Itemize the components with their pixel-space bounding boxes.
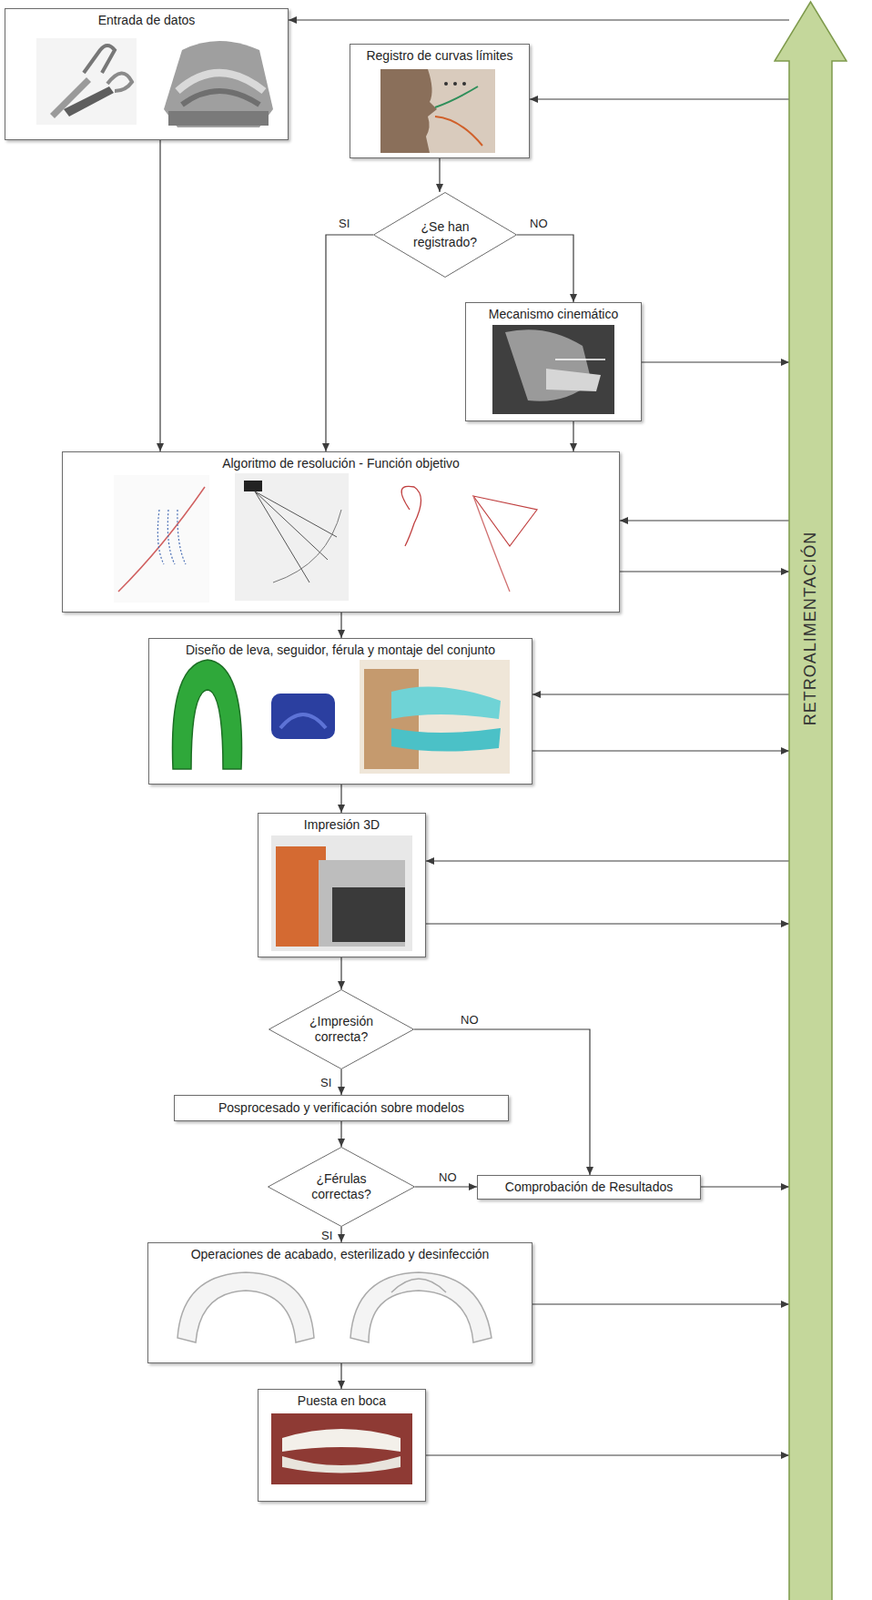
process-box: Puesta en boca: [257, 1389, 426, 1502]
feedback-arrow-outline: [773, 0, 848, 1600]
box-title: Puesta en boca: [258, 1393, 426, 1410]
flow-arrow: [425, 922, 790, 924]
feedback-arrow-shape: [774, 1, 847, 1600]
flow-arrow: [340, 957, 342, 990]
box-title: Registro de curvas límites: [350, 48, 529, 64]
mouth-photo: [271, 1413, 413, 1485]
process-box: Comprobación de Resultados: [476, 1175, 701, 1200]
box-title: Posprocesado y verificación sobre modelo…: [174, 1095, 508, 1121]
box-title: Algoritmo de resolución - Función objeti…: [62, 456, 619, 472]
flow-arrow: [340, 1226, 342, 1243]
diamond-shape: [269, 990, 415, 1070]
box-title: Impresión 3D: [258, 817, 426, 833]
flow-arrow: [340, 1069, 342, 1096]
printer-photo: [271, 835, 413, 952]
decision-text: ¿Se han registrado?: [401, 219, 489, 251]
algorithm-sketches: [113, 473, 538, 603]
diamond-shape: [374, 192, 518, 278]
flow-arrow: [619, 570, 790, 572]
flow-arrow: [425, 1454, 790, 1456]
process-box: Diseño de leva, seguidor, férula y monta…: [148, 638, 533, 785]
decision-text: ¿Impresión correcta?: [297, 1013, 386, 1045]
box-title: Entrada de datos: [5, 12, 288, 29]
flow-arrow: [641, 361, 790, 363]
xray-picture: [492, 324, 615, 415]
process-box: Mecanismo cinemático: [465, 302, 642, 422]
flow-arrow: [700, 1186, 790, 1187]
flow-arrow: [438, 158, 440, 193]
process-box: Algoritmo de resolución - Función objeti…: [61, 451, 620, 613]
flow-arrow: [340, 784, 342, 813]
flow-arrow: [532, 693, 790, 695]
diamond-shape: [268, 1147, 416, 1227]
decision-diamond: ¿Se han registrado?: [373, 192, 518, 278]
process-box: Registro de curvas límites: [349, 43, 530, 159]
flow-arrow: [529, 98, 790, 100]
feedback-band: RETROALIMENTACIÓN: [773, 0, 848, 1600]
edge-label: NO: [436, 1170, 459, 1185]
flow-arrow: [288, 19, 790, 21]
box-title: Mecanismo cinemático: [466, 306, 641, 323]
flow-arrow: [159, 140, 161, 452]
profile-photo: [380, 69, 496, 153]
process-box: Impresión 3D: [257, 812, 426, 958]
flow-arrow: [532, 750, 790, 751]
box-title: Comprobación de Resultados: [477, 1176, 700, 1199]
flow-arrow: [425, 860, 790, 862]
bite-fork-picture: [36, 38, 137, 125]
edge-label: SI: [336, 216, 352, 231]
input-box: Entrada de datos: [4, 8, 289, 141]
flow-arrow: [532, 1303, 790, 1305]
flow-arrow: [340, 612, 342, 639]
feedback-label: RETROALIMENTACIÓN: [801, 530, 821, 726]
splint-pictures: [177, 1272, 492, 1343]
flow-arrow: [619, 519, 790, 521]
flow-arrow: [325, 234, 374, 452]
decision-diamond: ¿Impresión correcta?: [268, 989, 415, 1070]
edge-label: SI: [318, 1075, 334, 1090]
flow-arrow: [340, 1363, 342, 1390]
edge-label: NO: [527, 216, 550, 231]
dental-model-picture: [163, 40, 274, 128]
edge-label: NO: [458, 1013, 481, 1027]
process-box: Posprocesado y verificación sobre modelo…: [173, 1095, 509, 1122]
design-pictures: [172, 659, 510, 774]
edge-label: SI: [319, 1228, 335, 1243]
flow-arrow: [572, 421, 574, 452]
box-title: Operaciones de acabado, esterilizado y d…: [148, 1247, 532, 1263]
decision-diamond: ¿Férulas correctas?: [267, 1146, 416, 1227]
flow-arrow: [415, 1186, 477, 1187]
flow-arrow: [340, 1121, 342, 1147]
box-title: Diseño de leva, seguidor, férula y monta…: [149, 642, 532, 659]
flow-arrow: [517, 234, 574, 303]
decision-text: ¿Férulas correctas?: [297, 1171, 386, 1203]
process-box: Operaciones de acabado, esterilizado y d…: [147, 1242, 533, 1364]
